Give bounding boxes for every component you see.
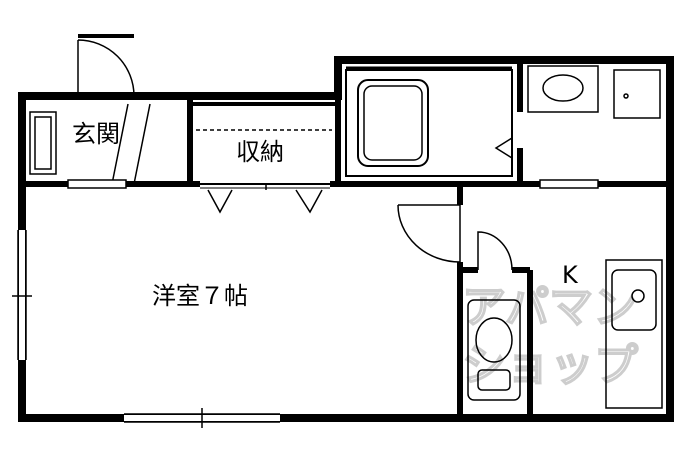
room-labels: 玄関 収納 洋室７帖 K — [72, 120, 579, 310]
interior-walls — [22, 60, 670, 418]
watermark-line2: ショップ — [462, 340, 638, 391]
label-kitchen: K — [562, 261, 579, 289]
watermark-line1: アパマン — [462, 282, 637, 333]
label-storage: 収納 — [236, 138, 284, 166]
label-entrance: 玄関 — [72, 120, 120, 148]
watermark: アパマン ショップ — [461, 281, 639, 392]
label-western-room: 洋室７帖 — [152, 282, 248, 310]
fixtures — [12, 34, 663, 428]
